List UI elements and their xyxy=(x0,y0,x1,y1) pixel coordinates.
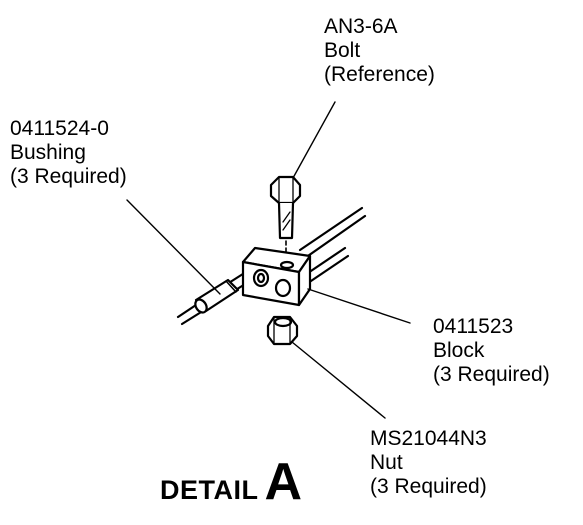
block-part-number: 0411523 xyxy=(433,315,514,338)
leader-line-nut xyxy=(291,341,386,419)
bolt-name: Bolt xyxy=(324,39,361,62)
nut-part-number: MS21044N3 xyxy=(370,427,487,450)
block-callout: 0411523 Block (3 Required) xyxy=(433,315,550,387)
nut-part xyxy=(266,315,299,346)
leader-line-bolt xyxy=(292,101,336,179)
leader-line-block xyxy=(307,288,411,324)
bolt-part xyxy=(269,175,302,253)
nut-callout: MS21044N3 Nut (3 Required) xyxy=(370,427,487,499)
nut-name: Nut xyxy=(370,451,403,474)
detail-title-letter: A xyxy=(264,453,303,511)
bushing-name: Bushing xyxy=(10,141,86,164)
block-name: Block xyxy=(433,339,485,362)
bushing-note: (3 Required) xyxy=(10,165,127,188)
bolt-part-number: AN3-6A xyxy=(324,15,398,38)
bolt-note: (Reference) xyxy=(324,63,435,86)
bushing-callout: 0411524-0 Bushing (3 Required) xyxy=(10,117,127,189)
block-part xyxy=(241,246,312,307)
detail-title-word: DETAIL xyxy=(160,475,259,505)
leader-line-bushing xyxy=(126,199,221,295)
bushing-part xyxy=(194,278,240,314)
bolt-callout: AN3-6A Bolt (Reference) xyxy=(324,15,435,87)
nut-note: (3 Required) xyxy=(370,475,487,498)
block-note: (3 Required) xyxy=(433,363,550,386)
bushing-part-number: 0411524-0 xyxy=(10,117,109,140)
